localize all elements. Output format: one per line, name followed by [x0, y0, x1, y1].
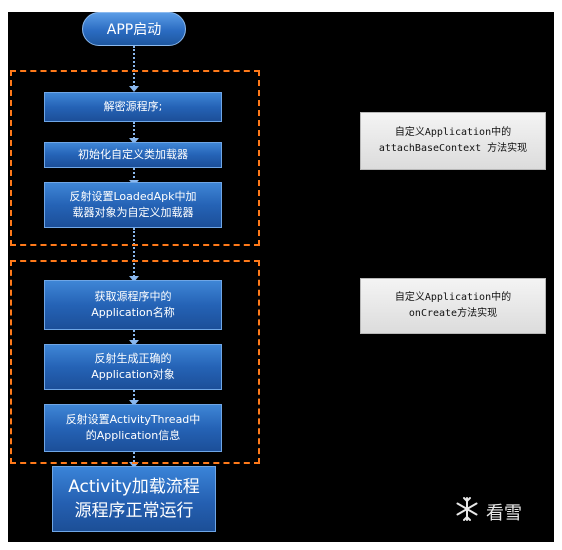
note-text: 自定义Application中的 [394, 292, 512, 303]
step-reflect-loadedapk: 反射设置LoadedApk中加 载器对象为自定义加载器 [44, 182, 222, 228]
step-text: 的Application信息 [85, 429, 181, 442]
flow-diagram: APP启动 解密源程序; 初始化自定义类加载器 反射设置LoadedApk中加 … [8, 12, 554, 542]
group2-container [10, 260, 260, 464]
step-get-app-name: 获取源程序中的 Application名称 [44, 280, 222, 330]
watermark-text: 看雪 [486, 502, 522, 524]
note-text: attachBaseContext 方法实现 [378, 143, 528, 154]
start-label: APP启动 [106, 22, 162, 38]
note-text: onCreate方法实现 [408, 308, 498, 319]
step-set-activitythread: 反射设置ActivityThread中 的Application信息 [44, 404, 222, 452]
arrowhead [129, 86, 139, 92]
connector [133, 122, 135, 142]
step-text: Application名称 [91, 306, 175, 319]
arrowhead [129, 138, 139, 144]
step-create-app: 反射生成正确的 Application对象 [44, 344, 222, 390]
step-text: 获取源程序中的 [94, 290, 172, 303]
arrowhead [129, 400, 139, 406]
step-text: 反射生成正确的 [94, 352, 172, 365]
note-text: 自定义Application中的 [394, 127, 512, 138]
step-init-loader: 初始化自定义类加载器 [44, 142, 222, 168]
start-node: APP启动 [82, 12, 186, 46]
watermark: 看雪 [454, 496, 522, 527]
note-attachbasecontext: 自定义Application中的 attachBaseContext 方法实现 [360, 112, 546, 170]
arrowhead [129, 340, 139, 346]
step-text: Application对象 [91, 368, 175, 381]
step-text: 解密源程序; [103, 100, 163, 113]
connector [133, 228, 135, 280]
final-text: Activity加载流程 [68, 477, 200, 497]
step-text: 反射设置LoadedApk中加 [69, 190, 197, 203]
final-text: 源程序正常运行 [74, 501, 194, 521]
connector [133, 168, 135, 182]
group1-container [10, 70, 260, 246]
connector [133, 46, 135, 90]
connector [133, 330, 135, 344]
connector [133, 390, 135, 404]
final-node: Activity加载流程 源程序正常运行 [52, 466, 216, 532]
step-text: 载器对象为自定义加载器 [72, 206, 194, 219]
arrowhead [129, 462, 139, 468]
note-oncreate: 自定义Application中的 onCreate方法实现 [360, 278, 546, 334]
step-text: 初始化自定义类加载器 [78, 148, 188, 161]
snowflake-icon [454, 496, 480, 527]
step-text: 反射设置ActivityThread中 [65, 413, 201, 426]
connector [133, 452, 135, 466]
arrowhead [129, 276, 139, 282]
step-decrypt: 解密源程序; [44, 92, 222, 122]
